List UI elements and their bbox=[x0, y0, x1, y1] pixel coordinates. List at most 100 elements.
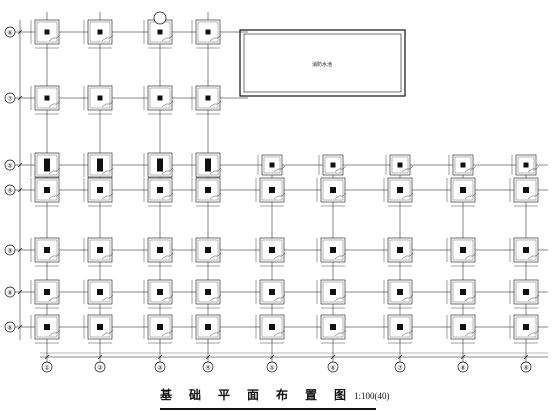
footing-step bbox=[515, 281, 537, 303]
footing-step bbox=[322, 281, 344, 303]
column-section bbox=[44, 324, 50, 330]
column-section bbox=[157, 95, 163, 101]
column-section bbox=[397, 187, 403, 193]
column-section bbox=[97, 29, 103, 35]
row-axis-bubble bbox=[4, 321, 16, 333]
column-section bbox=[330, 324, 336, 330]
footing-pad bbox=[34, 85, 60, 111]
rebar-mark bbox=[334, 252, 347, 260]
footing-step bbox=[36, 154, 58, 176]
column-section bbox=[397, 324, 403, 330]
dimension-tick bbox=[17, 289, 23, 295]
row-axis-bubble bbox=[4, 92, 16, 104]
footing-step bbox=[454, 156, 472, 174]
rebar-mark bbox=[101, 167, 114, 175]
footing-step bbox=[322, 179, 344, 201]
rebar-mark bbox=[209, 294, 222, 302]
footing bbox=[191, 19, 222, 49]
footing-step bbox=[322, 316, 344, 338]
column-axis-bubble bbox=[327, 361, 339, 373]
rebar-mark bbox=[273, 192, 286, 200]
footing bbox=[446, 237, 477, 267]
rebar-mark bbox=[161, 329, 174, 337]
column-section bbox=[44, 158, 50, 172]
column-section bbox=[523, 324, 529, 330]
footing-step bbox=[197, 316, 219, 338]
footing-step bbox=[261, 281, 283, 303]
column-section bbox=[460, 187, 466, 193]
rebar-mark bbox=[464, 192, 477, 200]
footing bbox=[143, 314, 174, 344]
column-section bbox=[97, 158, 103, 172]
rebar-mark bbox=[527, 252, 540, 260]
footing-step bbox=[36, 179, 58, 201]
footing-step bbox=[391, 156, 409, 174]
footing bbox=[511, 154, 540, 180]
rebar-mark bbox=[161, 34, 174, 42]
dimension-tick bbox=[330, 354, 336, 360]
column-section bbox=[523, 247, 529, 253]
column-section bbox=[330, 247, 336, 253]
column-section bbox=[157, 289, 163, 295]
column-section bbox=[205, 324, 211, 330]
row-axis-label: ④ bbox=[7, 188, 12, 195]
rebar-mark bbox=[101, 192, 114, 200]
rebar-mark bbox=[401, 252, 414, 260]
drawing-caption: 基 础 平 面 布 置 图1:100(40) bbox=[160, 386, 390, 410]
footing bbox=[509, 314, 540, 344]
rebar-mark bbox=[334, 294, 347, 302]
footing bbox=[83, 237, 114, 267]
footing-step bbox=[452, 179, 474, 201]
footing bbox=[316, 314, 347, 344]
footing-step bbox=[89, 154, 111, 176]
rebar-mark bbox=[48, 252, 61, 260]
column-axis-bubble bbox=[520, 361, 532, 373]
footing-step bbox=[197, 154, 219, 176]
footing-step bbox=[197, 179, 219, 201]
rebar-mark bbox=[464, 165, 477, 173]
footing bbox=[30, 314, 61, 344]
column-section bbox=[157, 324, 163, 330]
footing bbox=[255, 177, 286, 207]
footing bbox=[257, 154, 286, 180]
rebar-mark bbox=[401, 192, 414, 200]
footing bbox=[446, 314, 477, 344]
footing bbox=[191, 85, 222, 115]
rebar-mark bbox=[161, 192, 174, 200]
column-section bbox=[44, 29, 50, 35]
rebar-mark bbox=[161, 294, 174, 302]
footing-step bbox=[197, 281, 219, 303]
rebar-mark bbox=[101, 294, 114, 302]
footing bbox=[191, 152, 222, 182]
footing-step bbox=[389, 239, 411, 261]
column-section bbox=[330, 162, 336, 168]
column-section bbox=[205, 29, 211, 35]
footing bbox=[30, 279, 61, 309]
rebar-mark bbox=[48, 294, 61, 302]
column-section bbox=[157, 29, 163, 35]
footing bbox=[30, 237, 61, 267]
footing bbox=[83, 152, 114, 182]
footing-step bbox=[36, 281, 58, 303]
row-axis-label: ⑥ bbox=[7, 30, 12, 37]
footing bbox=[446, 279, 477, 309]
rebar-mark bbox=[464, 329, 477, 337]
rebar-mark bbox=[209, 34, 222, 42]
footing-step bbox=[389, 316, 411, 338]
column-axis-label: ⑦ bbox=[397, 365, 403, 372]
column-section bbox=[460, 324, 466, 330]
column-axis-bubble bbox=[202, 361, 214, 373]
footing bbox=[383, 279, 414, 309]
dimension-tick bbox=[397, 354, 403, 360]
column-section bbox=[157, 187, 163, 193]
column-section bbox=[397, 162, 403, 168]
column-axis-bubble bbox=[94, 361, 106, 373]
footing bbox=[83, 19, 114, 49]
row-axis-label: ⑧ bbox=[7, 290, 12, 297]
column-section bbox=[523, 187, 529, 193]
rebar-mark bbox=[401, 329, 414, 337]
rebar-mark bbox=[527, 192, 540, 200]
column-section bbox=[397, 247, 403, 253]
row-axis-bubble bbox=[4, 26, 16, 38]
